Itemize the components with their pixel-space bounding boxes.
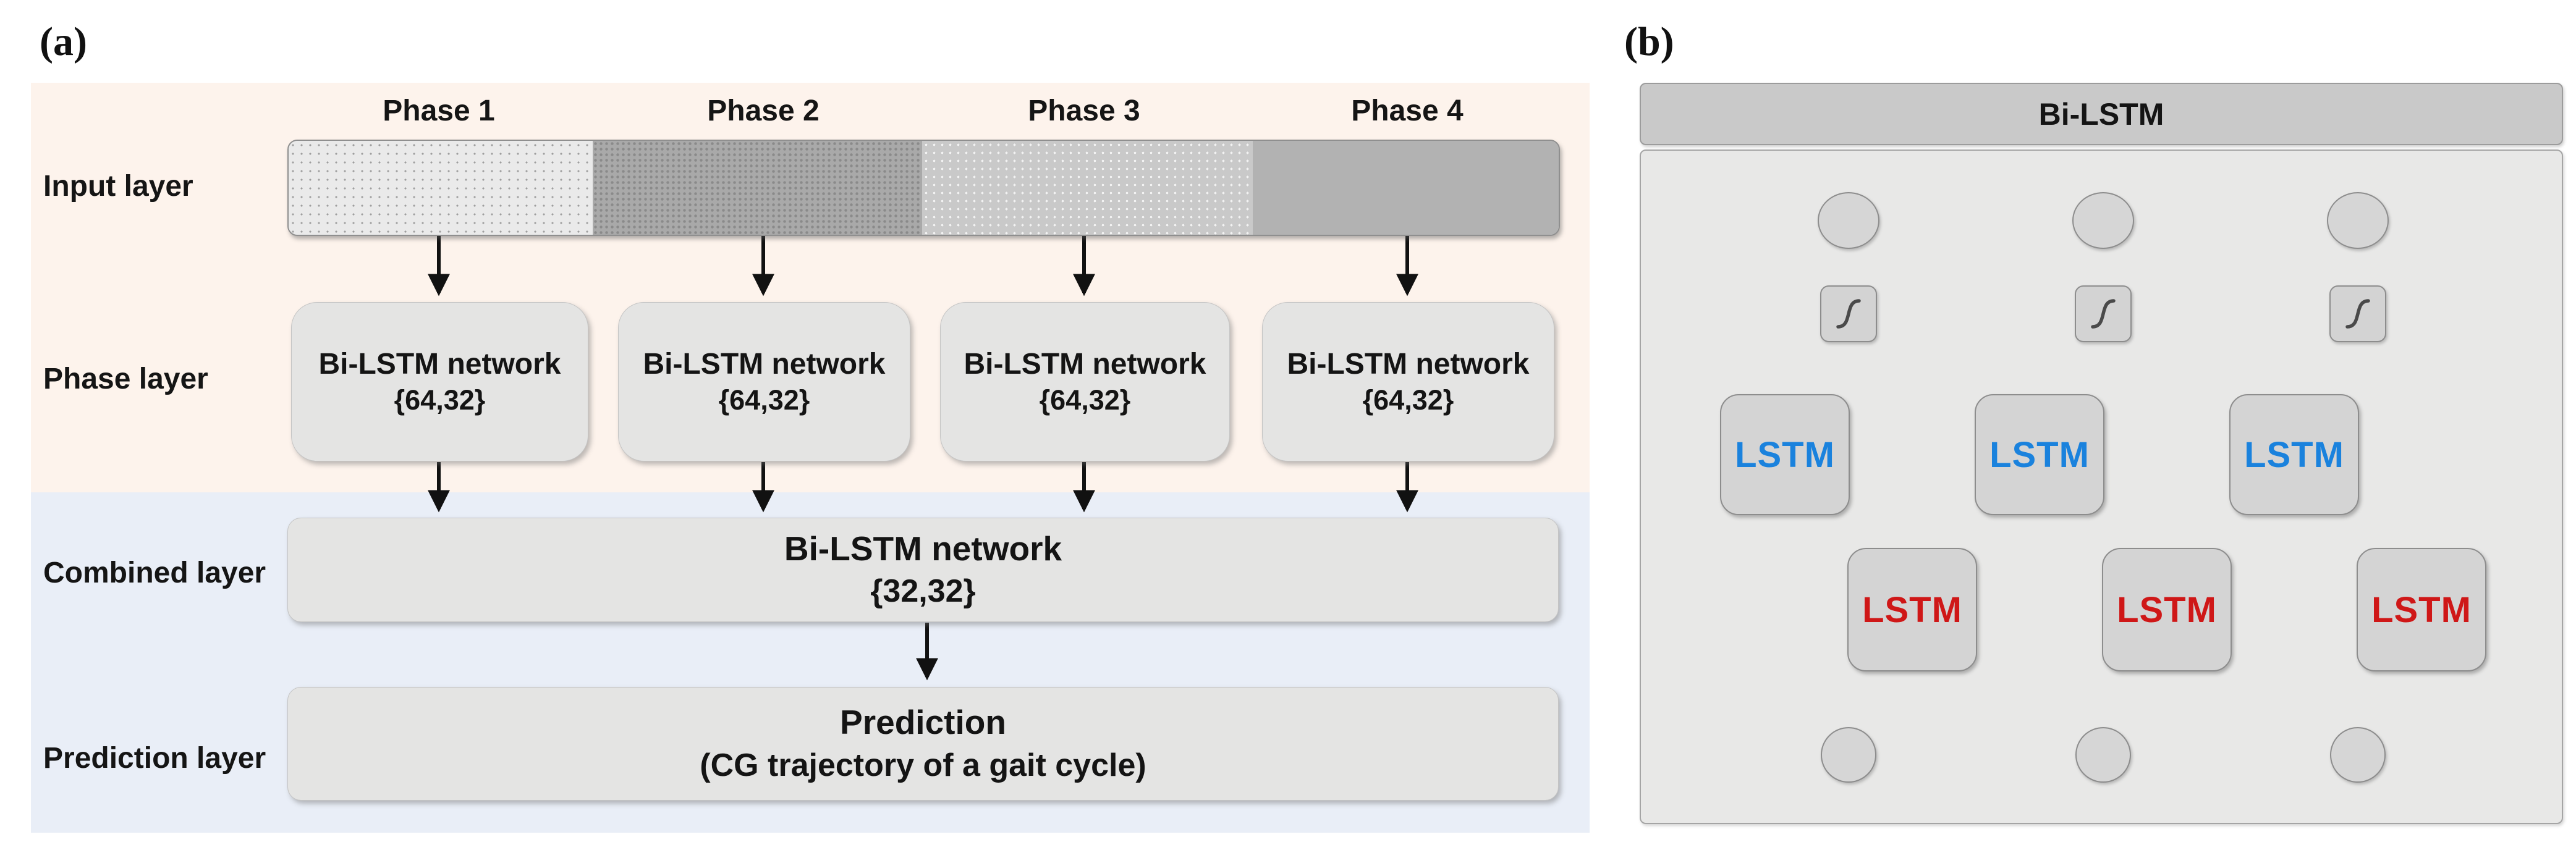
activation-box-1	[1820, 285, 1877, 342]
forward-lstm-cell-1: LSTM	[1847, 548, 1977, 671]
backward-lstm-cell-1: LSTM	[1720, 394, 1850, 515]
row-label-phase-layer: Phase layer	[43, 363, 208, 395]
row-label-prediction-layer: Prediction layer	[43, 742, 266, 775]
input-segment-phase-1	[289, 141, 593, 235]
sigmoid-activation-icon	[2345, 299, 2370, 329]
phase-box-1-units: {64,32}	[394, 384, 486, 416]
backward-lstm-label: LSTM	[2244, 434, 2344, 475]
forward-lstm-label: LSTM	[2117, 589, 2217, 630]
output-node-2	[2072, 192, 2134, 249]
forward-lstm-label: LSTM	[1862, 589, 1962, 630]
sigmoid-activation-icon	[1836, 299, 1861, 329]
activation-box-3	[2329, 285, 2386, 342]
phase-network-box-2: Bi-LSTM network {64,32}	[618, 302, 910, 461]
panel-a-label: (a)	[40, 19, 87, 64]
activation-box-2	[2075, 285, 2132, 342]
prediction-box: Prediction (CG trajectory of a gait cycl…	[287, 687, 1559, 801]
input-node-3	[2330, 727, 2386, 783]
phase-box-3-units: {64,32}	[1039, 384, 1131, 416]
output-node-1	[1818, 192, 1879, 249]
backward-lstm-cell-2: LSTM	[1975, 394, 2104, 515]
combined-box-title: Bi-LSTM network	[784, 529, 1062, 568]
phase-box-1-title: Bi-LSTM network	[318, 347, 561, 381]
panel-b-label: (b)	[1624, 19, 1674, 64]
phase-network-box-1: Bi-LSTM network {64,32}	[291, 302, 588, 461]
forward-lstm-cell-2: LSTM	[2102, 548, 2232, 671]
input-segment-phase-4	[1253, 141, 1559, 235]
prediction-box-title: Prediction	[840, 703, 1006, 742]
input-node-1	[1821, 727, 1876, 783]
phase-label-2: Phase 2	[707, 95, 820, 127]
phase-network-box-4: Bi-LSTM network {64,32}	[1262, 302, 1554, 461]
phase-box-2-units: {64,32}	[718, 384, 810, 416]
backward-lstm-label: LSTM	[1735, 434, 1835, 475]
backward-lstm-label: LSTM	[1989, 434, 2090, 475]
phase-label-3: Phase 3	[1028, 95, 1140, 127]
phase-box-4-units: {64,32}	[1362, 384, 1454, 416]
phase-network-box-3: Bi-LSTM network {64,32}	[940, 302, 1230, 461]
input-layer-bar	[287, 140, 1560, 236]
forward-lstm-cell-3: LSTM	[2357, 548, 2486, 671]
sigmoid-activation-icon	[2091, 299, 2116, 329]
phase-label-1: Phase 1	[383, 95, 495, 127]
row-label-combined-layer: Combined layer	[43, 557, 266, 589]
input-segment-phase-2	[593, 141, 922, 235]
backward-lstm-cell-3: LSTM	[2229, 394, 2359, 515]
forward-lstm-label: LSTM	[2371, 589, 2472, 630]
phase-box-2-title: Bi-LSTM network	[643, 347, 886, 381]
input-node-2	[2075, 727, 2131, 783]
phase-box-3-title: Bi-LSTM network	[964, 347, 1206, 381]
bilstm-header: Bi-LSTM	[1640, 83, 2563, 145]
output-node-3	[2327, 192, 2389, 249]
combined-box-units: {32,32}	[870, 573, 976, 610]
row-label-input-layer: Input layer	[43, 170, 193, 203]
phase-box-4-title: Bi-LSTM network	[1287, 347, 1530, 381]
prediction-box-subtitle: (CG trajectory of a gait cycle)	[700, 747, 1146, 783]
phase-label-4: Phase 4	[1351, 95, 1464, 127]
input-segment-phase-3	[922, 141, 1253, 235]
combined-network-box: Bi-LSTM network {32,32}	[287, 518, 1559, 622]
bilstm-title: Bi-LSTM	[2038, 96, 2164, 132]
